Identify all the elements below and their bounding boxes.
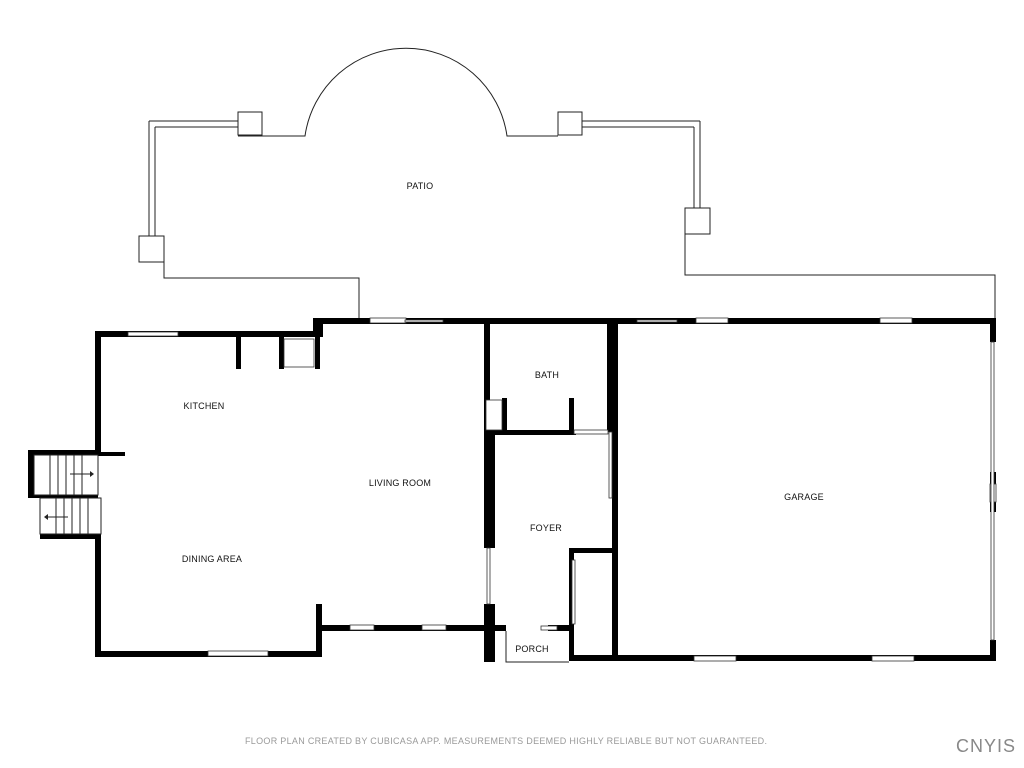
porch-outline (505, 631, 569, 663)
walls (28, 318, 996, 662)
patio-outline (138, 47, 996, 318)
room-label-bath: BATH (535, 370, 559, 380)
stairs (33, 454, 102, 535)
room-label-patio: PATIO (407, 181, 434, 191)
brand-logo: CNYIS (956, 736, 1017, 756)
room-label-foyer: FOYER (530, 523, 562, 533)
room-label-living-room: LIVING ROOM (369, 478, 431, 488)
room-label-dining-area: DINING AREA (182, 554, 242, 564)
disclaimer-footer: FLOOR PLAN CREATED BY CUBICASA APP. MEAS… (245, 736, 768, 746)
windows (127, 317, 997, 662)
room-label-garage: GARAGE (784, 492, 824, 502)
room-label-porch: PORCH (515, 644, 549, 654)
room-label-kitchen: KITCHEN (184, 401, 225, 411)
